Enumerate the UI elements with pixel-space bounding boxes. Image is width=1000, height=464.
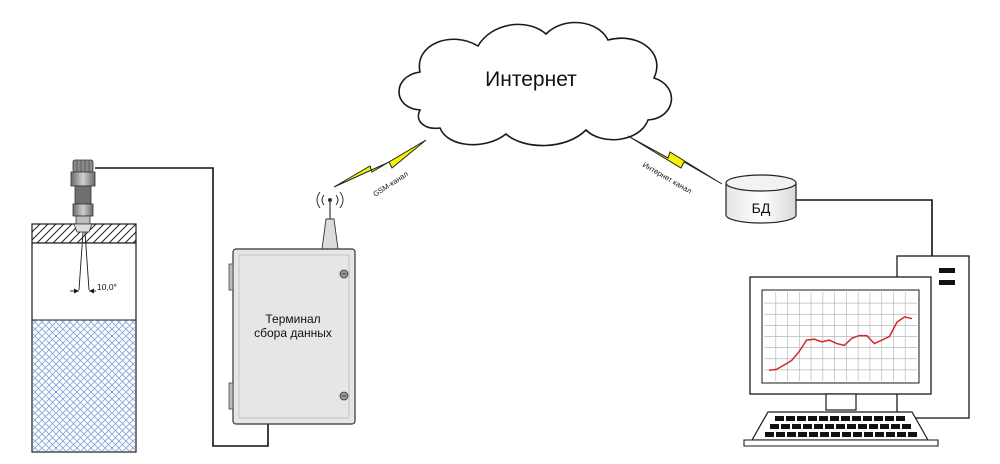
keyboard-key [831,432,840,437]
internet-link: Интернет канал [627,135,723,196]
keyboard-key [765,432,774,437]
terminal-label-line1: Терминал [265,312,320,326]
chart-grid [764,292,917,381]
keyboard-key [809,432,818,437]
internet-cloud: Интернет [398,21,673,147]
tank: 10,0° [31,223,137,453]
sensor-beam [78,231,90,291]
keyboard-key [875,432,884,437]
keyboard-key [787,432,796,437]
keyboard-key [786,416,795,421]
keyboard-key [885,416,894,421]
keyboard-key [869,424,878,429]
lightning-bolt-icon [333,139,427,188]
keyboard-key [836,424,845,429]
beam-angle-label: 10,0° [97,282,117,292]
chart-series-line [768,316,913,372]
keyboard-key [830,416,839,421]
lightning-bolt-icon [627,135,723,185]
keyboard-key [841,416,850,421]
keyboard-key [847,424,856,429]
keyboard-key [896,416,905,421]
keyboard-key [792,424,801,429]
keyboard-key [819,416,828,421]
keyboard-key [902,424,911,429]
keyboard-key [775,416,784,421]
antenna-icon [321,218,339,250]
data-terminal: Терминал сбора данных [228,191,356,425]
keyboard-key [897,432,906,437]
keyboard-key [874,416,883,421]
keyboard-key [781,424,790,429]
keyboard-key [798,432,807,437]
db-pc-cable [796,199,933,256]
keyboard-key [864,432,873,437]
keyboard-key [853,432,862,437]
keyboard-key [797,416,806,421]
level-sensor [70,159,96,233]
sensor-cable [95,167,269,447]
keyboard-key [814,424,823,429]
keyboard-key [820,432,829,437]
keyboard-key [880,424,889,429]
cloud-label: Интернет [485,68,577,91]
keyboard-key [886,432,895,437]
keyboard-key [825,424,834,429]
keyboard-key [808,416,817,421]
database: БД [725,174,797,224]
keyboard-key [842,432,851,437]
keyboard-key [776,432,785,437]
keyboard-key [908,432,917,437]
keyboard-key [863,416,872,421]
internet-channel-label: Интернет канал [641,160,693,195]
database-label: БД [752,200,771,216]
keyboard-key [803,424,812,429]
cloud-shape [398,21,673,147]
gsm-link: GSM-канал [333,139,427,199]
database-icon [725,183,797,224]
keyboard-key [770,424,779,429]
terminal-label-line2: сбора данных [254,326,332,340]
beam-angle-marker [70,288,96,294]
keyboard-keys [765,416,917,437]
gsm-channel-label: GSM-канал [371,169,409,198]
keyboard-key [852,416,861,421]
tank-liquid [33,320,135,451]
terminal-cabinet [232,248,356,425]
keyboard-key [858,424,867,429]
keyboard-key [891,424,900,429]
workstation [743,255,970,447]
